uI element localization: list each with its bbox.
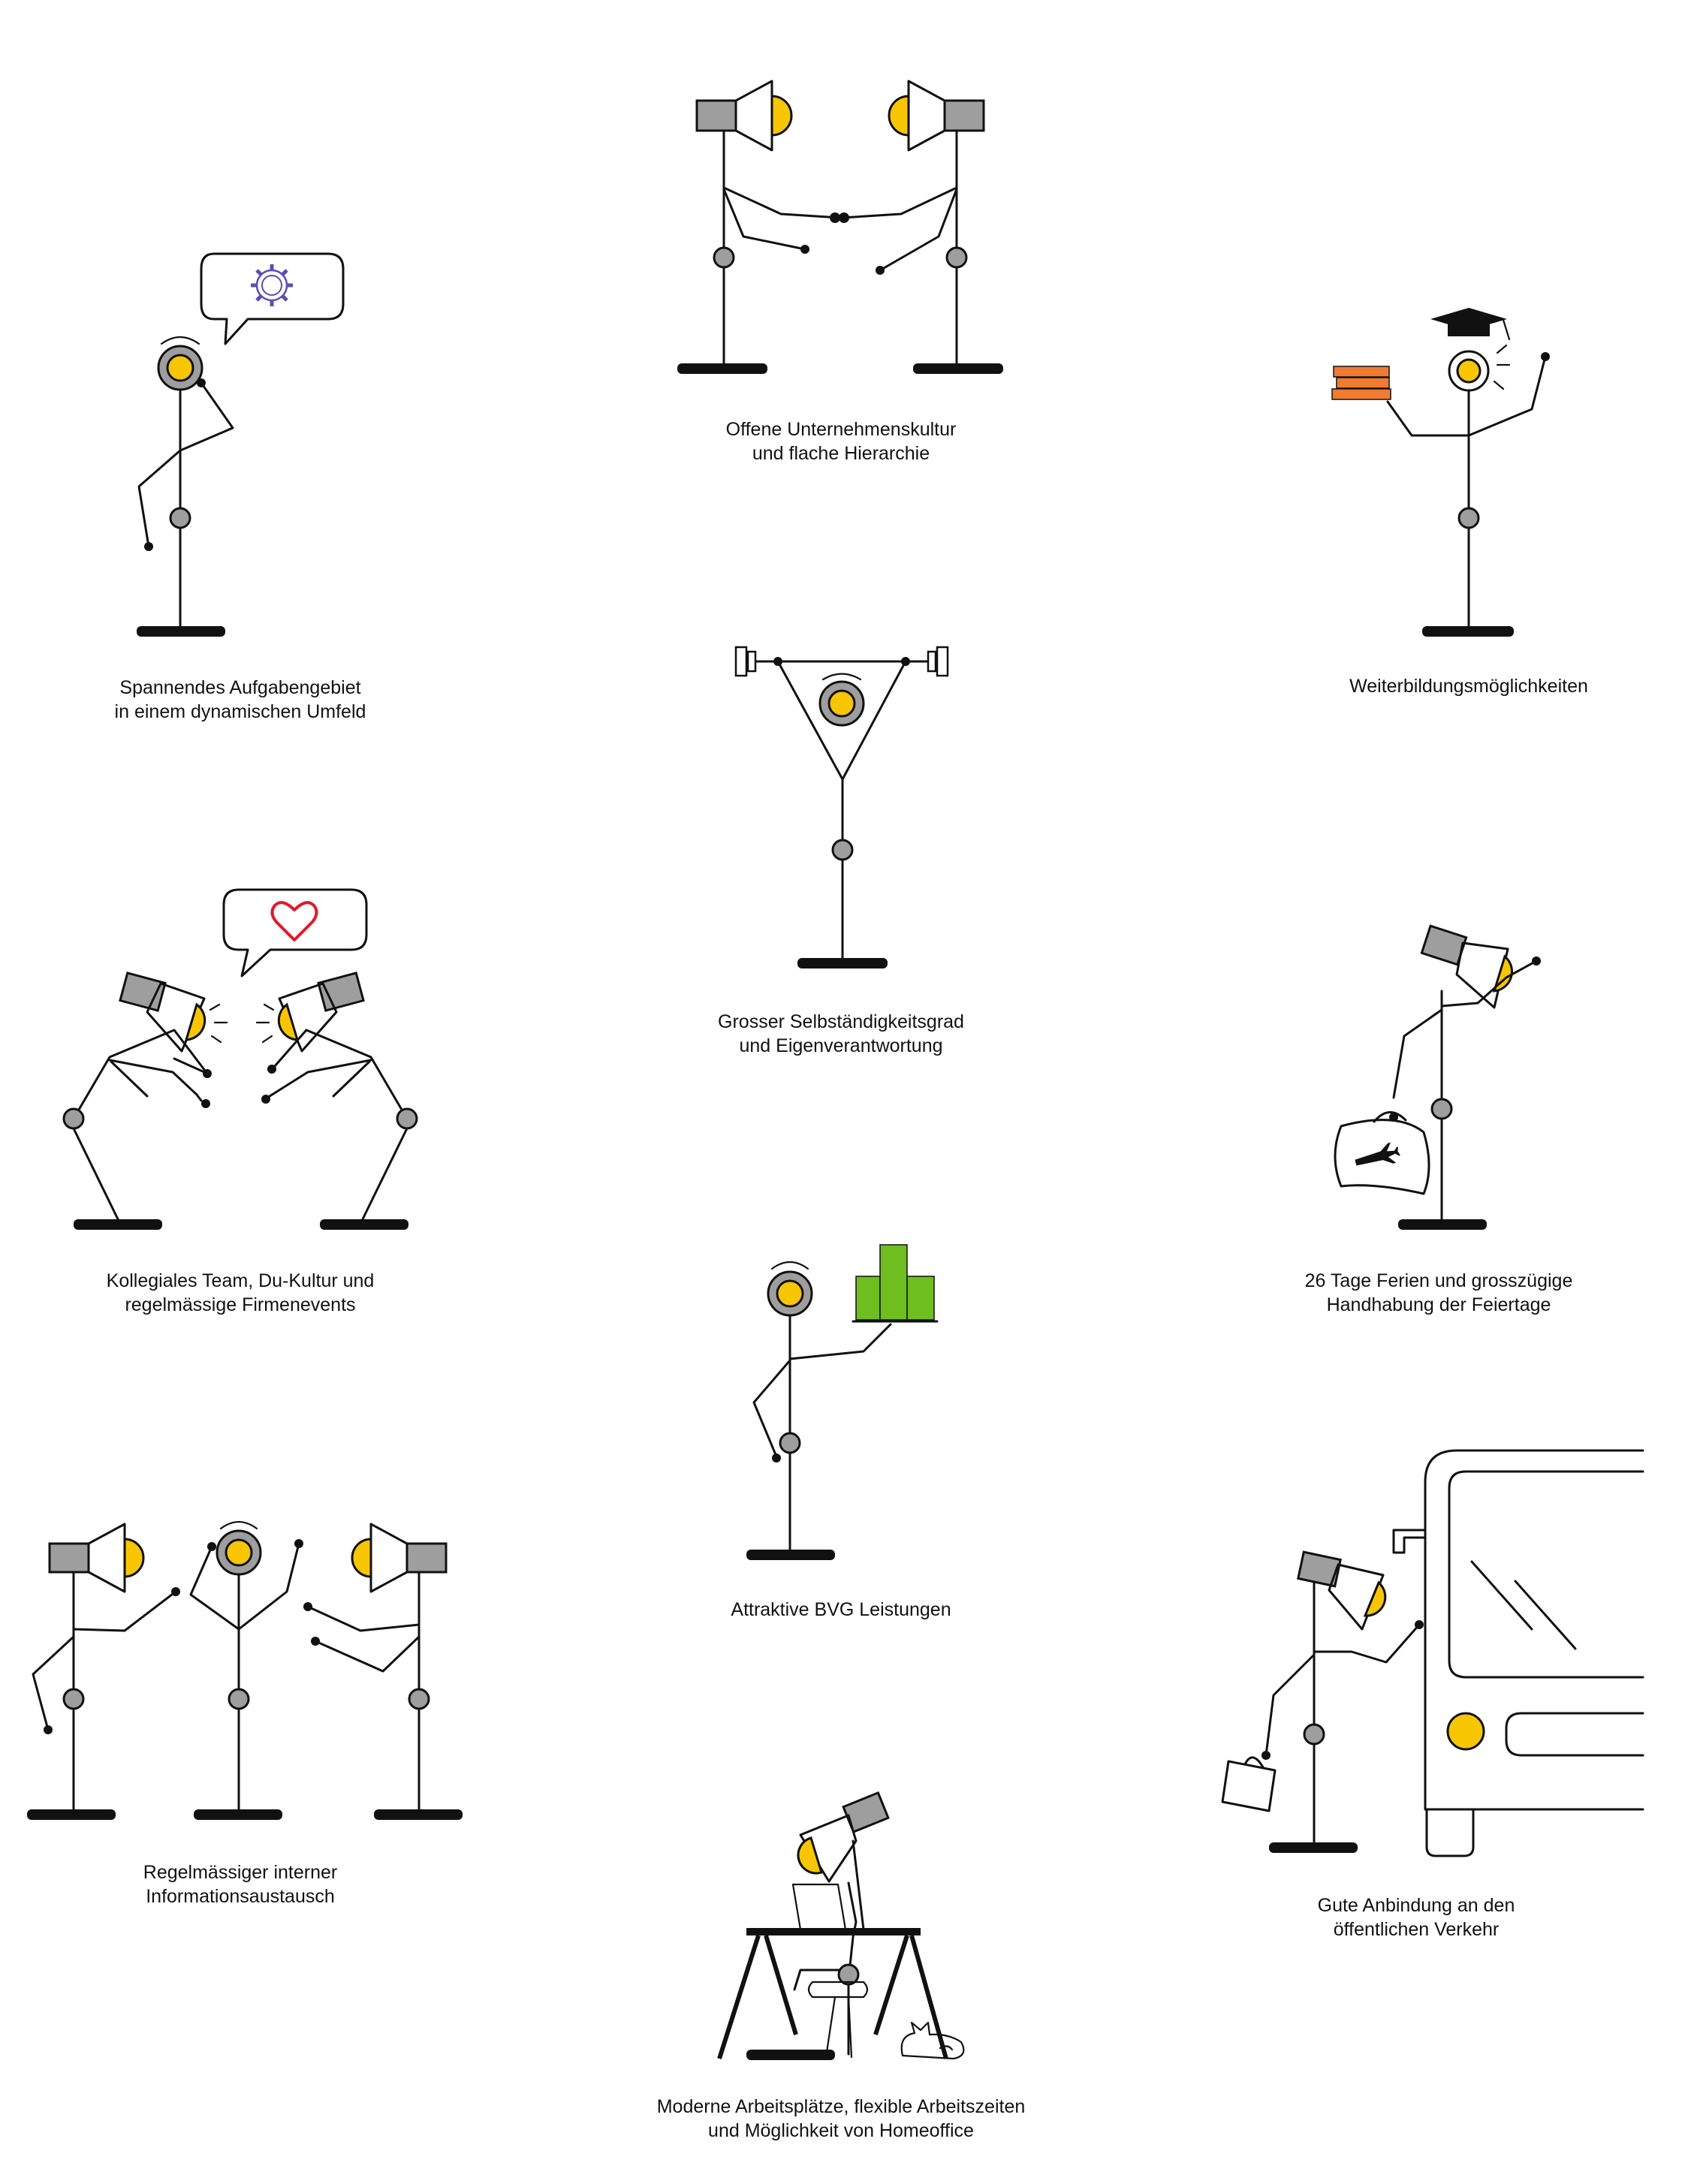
airplane-icon	[1355, 1142, 1400, 1166]
caption-line-1: Weiterbildungsmöglichkeiten	[1349, 676, 1588, 697]
caption-line-2: in einem dynamischen Umfeld	[114, 701, 366, 722]
caption-bvg: Attraktive BVG Leistungen	[601, 1598, 1081, 1622]
caption-line-1: Kollegiales Team, Du-Kultur und	[106, 1270, 375, 1291]
caption-austausch: Regelmässiger interner Informationsausta…	[0, 1860, 481, 1908]
caption-line-1: Gute Anbindung an den	[1317, 1895, 1515, 1916]
caption-line-1: 26 Tage Ferien und grosszügige	[1304, 1270, 1573, 1291]
caption-line-1: Attraktive BVG Leistungen	[731, 1599, 951, 1620]
caption-line-1: Moderne Arbeitsplätze, flexible Arbeitsz…	[656, 2096, 1026, 2117]
caption-line-2: und Eigenverantwortung	[739, 1035, 943, 1056]
caption-line-2: und flache Hierarchie	[752, 443, 930, 464]
lamp-desk-homeoffice-icon	[717, 1791, 965, 2060]
briefcase-icon	[1221, 1756, 1277, 1812]
lamp-weightlifting-icon	[734, 646, 949, 968]
caption-team: Kollegiales Team, Du-Kultur und regelmäs…	[0, 1269, 481, 1317]
caption-line-1: Grosser Selbständigkeitsgrad	[718, 1011, 964, 1032]
lamp-travel-bag-icon	[1334, 924, 1541, 1230]
caption-line-2: regelmässige Firmenevents	[125, 1294, 356, 1315]
bar-chart-icon	[852, 1244, 939, 1323]
cat-icon	[900, 2021, 965, 2060]
caption-verkehr: Gute Anbindung an den öffentlichen Verke…	[1176, 1893, 1656, 1942]
caption-line-2: öffentlichen Verkehr	[1333, 1919, 1500, 1940]
lamp-growth-chart-icon	[746, 1244, 939, 1560]
barbell-icon	[734, 646, 949, 677]
caption-arbeitsplatz: Moderne Arbeitsplätze, flexible Arbeitsz…	[601, 2095, 1081, 2143]
caption-line-2: Handhabung der Feiertage	[1326, 1294, 1551, 1315]
caption-selbst: Grosser Selbständigkeitsgrad und Eigenve…	[601, 1010, 1081, 1058]
caption-line-1: Offene Unternehmenskultur	[725, 419, 957, 440]
caption-kultur: Offene Unternehmenskultur und flache Hie…	[601, 417, 1081, 465]
lamps-handshake-icon	[677, 80, 1003, 374]
lamps-heart-icon	[62, 888, 418, 1230]
caption-line-2: Informationsaustausch	[146, 1886, 335, 1907]
caption-ferien: 26 Tage Ferien und grosszügige Handhabun…	[1198, 1269, 1679, 1317]
lamp-graduate-books-icon	[1331, 308, 1550, 637]
travel-bag-icon	[1334, 1111, 1430, 1195]
three-lamps-talking-icon	[27, 1520, 463, 1820]
caption-line-1: Regelmässiger interner	[143, 1862, 338, 1883]
caption-line-1: Spannendes Aufgabengebiet	[119, 677, 361, 698]
lamp-thinking-gear-icon	[137, 252, 345, 637]
caption-line-2: und Möglichkeit von Homeoffice	[708, 2120, 974, 2141]
books-icon	[1331, 366, 1391, 400]
heart-icon	[270, 901, 318, 941]
graduation-cap-icon	[1430, 308, 1511, 341]
bus-icon	[1392, 1449, 1644, 1857]
lamp-bus-icon	[1221, 1449, 1644, 1857]
caption-weiterbildung: Weiterbildungsmöglichkeiten	[1228, 674, 1682, 698]
gear-icon	[251, 264, 293, 306]
caption-spannendes: Spannendes Aufgabengebiet in einem dynam…	[0, 676, 481, 724]
